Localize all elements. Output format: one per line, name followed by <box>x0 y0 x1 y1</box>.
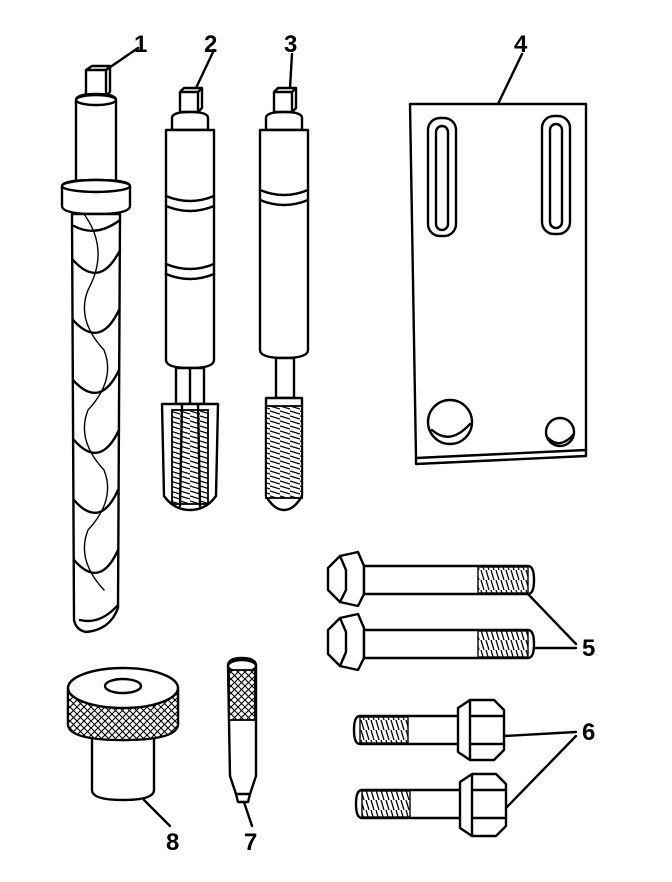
short-bolt-lower <box>354 772 508 838</box>
leader-line-7 <box>242 800 254 828</box>
leader-line-2 <box>194 48 216 90</box>
callout-8: 8 <box>166 829 179 856</box>
leader-line-5a <box>526 592 578 646</box>
callout-4: 4 <box>514 31 528 58</box>
leader-line-4 <box>496 52 524 106</box>
callout-6: 6 <box>582 719 595 746</box>
callout-7: 7 <box>244 829 257 856</box>
drill-flutes <box>71 213 122 623</box>
leader-line-6a <box>502 730 578 738</box>
tap-tool <box>160 86 220 512</box>
fixture-plate <box>408 102 588 466</box>
long-bolt-lower <box>326 612 536 672</box>
long-bolt-upper <box>326 550 536 608</box>
pin-punch <box>226 656 258 804</box>
leader-line-1 <box>104 46 140 72</box>
drill-bit <box>60 64 132 634</box>
leader-line-3 <box>288 52 294 90</box>
short-bolt-upper <box>352 698 506 762</box>
callout-2: 2 <box>204 31 217 58</box>
callout-1: 1 <box>134 31 147 58</box>
insert-tool <box>258 86 310 512</box>
callout-5: 5 <box>582 635 595 662</box>
knurled-bushing <box>66 666 180 802</box>
leader-line-8 <box>142 798 172 828</box>
leader-line-6b <box>504 734 578 810</box>
callout-3: 3 <box>284 31 297 58</box>
